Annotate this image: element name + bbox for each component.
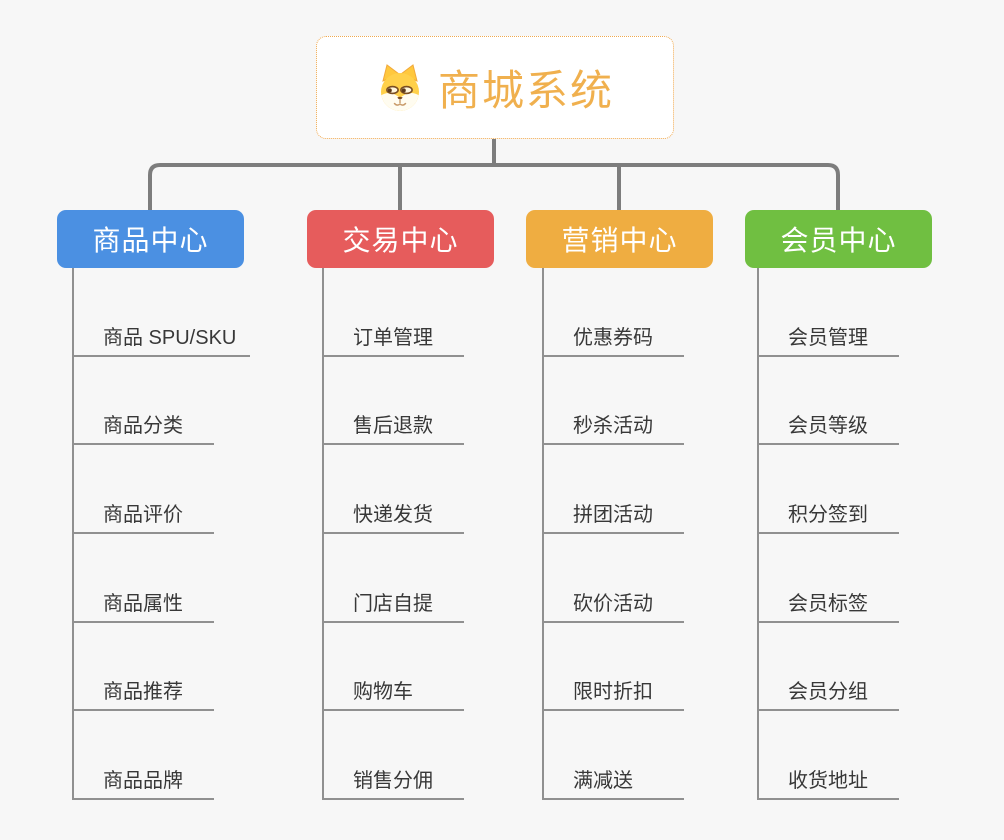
leaf-item[interactable]: 商品属性 [74,534,214,623]
branch-column-trade: 订单管理 售后退款 快递发货 门店自提 购物车 销售分佣 [322,268,464,801]
root-node[interactable]: 商城系统 [316,36,674,139]
leaf-item[interactable]: 拼团活动 [544,445,684,535]
doge-icon [380,63,419,111]
leaf-item[interactable]: 砍价活动 [544,534,684,623]
leaf-item[interactable]: 会员标签 [759,534,899,623]
branch-label: 交易中心 [342,225,459,256]
leaf-item[interactable]: 商品推荐 [74,623,214,712]
leaf-item[interactable]: 售后退款 [324,357,464,446]
leaf-item[interactable]: 会员等级 [759,357,899,446]
leaf-item[interactable]: 限时折扣 [544,623,684,712]
root-title: 商城系统 [437,67,614,114]
branch-column-product: 商品 SPU/SKU 商品分类 商品评价 商品属性 商品推荐 商品品牌 [72,268,251,801]
branch-label: 营销中心 [561,225,678,256]
leaf-item[interactable]: 会员管理 [759,268,899,357]
branch-column-member: 会员管理 会员等级 积分签到 会员标签 会员分组 收货地址 [757,268,899,801]
branch-label: 会员中心 [780,225,897,256]
leaf-item[interactable]: 购物车 [324,623,464,712]
branch-node-product-center[interactable]: 商品中心 [57,210,244,268]
leaf-item[interactable]: 收货地址 [759,711,899,801]
leaf-item[interactable]: 满减送 [544,711,684,801]
branch-node-trade-center[interactable]: 交易中心 [307,210,494,268]
branch-column-marketing: 优惠券码 秒杀活动 拼团活动 砍价活动 限时折扣 满减送 [542,268,684,801]
leaf-item[interactable]: 优惠券码 [544,268,684,357]
leaf-item[interactable]: 会员分组 [759,623,899,712]
leaf-item[interactable]: 商品品牌 [74,711,214,801]
leaf-item[interactable]: 快递发货 [324,445,464,535]
leaf-item[interactable]: 商品 SPU/SKU [74,268,251,357]
branch-node-marketing-center[interactable]: 营销中心 [526,210,713,268]
branch-label: 商品中心 [92,225,209,256]
leaf-item[interactable]: 商品评价 [74,445,214,535]
branch-rail-line [148,163,840,212]
leaf-item[interactable]: 门店自提 [324,534,464,623]
leaf-item[interactable]: 商品分类 [74,357,214,446]
leaf-item[interactable]: 积分签到 [759,445,899,535]
leaf-item[interactable]: 订单管理 [324,268,464,357]
leaf-item[interactable]: 秒杀活动 [544,357,684,446]
leaf-item[interactable]: 销售分佣 [324,711,464,801]
branch-node-member-center[interactable]: 会员中心 [745,210,932,268]
